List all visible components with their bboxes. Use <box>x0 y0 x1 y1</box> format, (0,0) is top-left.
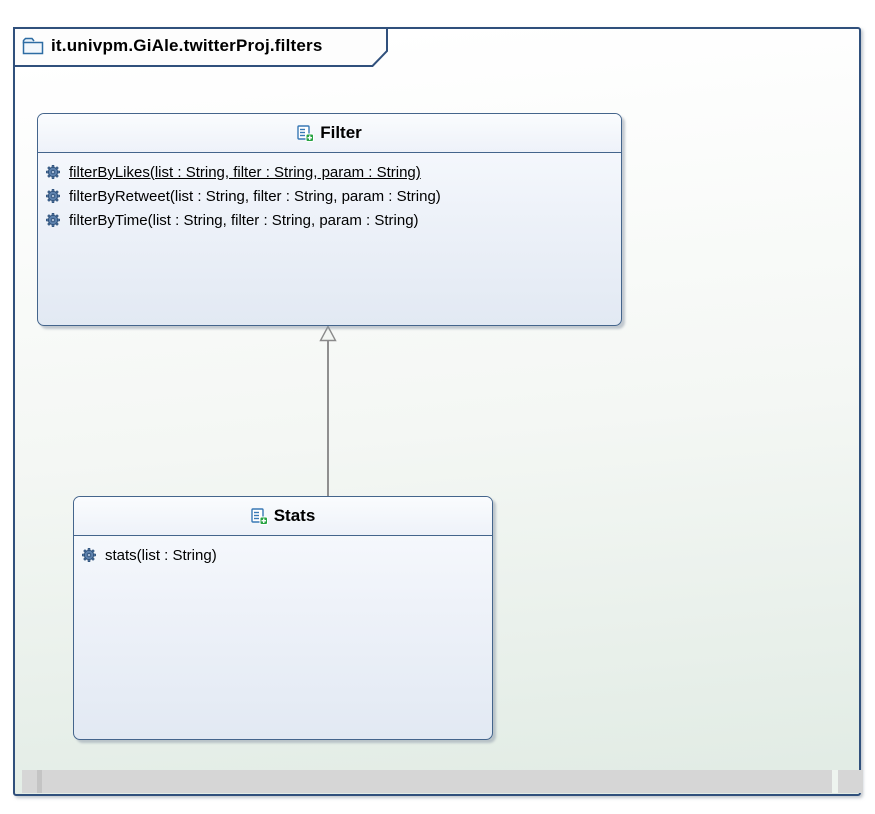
package-name: it.univpm.GiAle.twitterProj.filters <box>51 36 323 55</box>
class-header-stats: Stats <box>74 497 492 536</box>
scrollbar-thumb-edge <box>37 770 42 793</box>
package-tab-shape <box>13 27 388 67</box>
folder-icon <box>22 37 44 55</box>
gear-icon <box>45 212 61 228</box>
class-box-stats[interactable]: Stats <box>73 496 493 740</box>
gear-icon <box>45 164 61 180</box>
class-icon <box>251 507 268 525</box>
class-title: Filter <box>320 123 362 142</box>
method-row[interactable]: filterByRetweet(list : String, filter : … <box>45 184 617 208</box>
hollow-triangle-icon <box>319 325 337 342</box>
generalization-line[interactable] <box>327 340 329 496</box>
method-signature: stats(list : String) <box>105 546 217 564</box>
method-signature: filterByTime(list : String, filter : Str… <box>69 211 419 229</box>
method-row[interactable]: filterByLikes(list : String, filter : St… <box>45 160 617 184</box>
gear-icon <box>81 547 97 563</box>
class-icon <box>297 124 315 142</box>
class-header-filter: Filter <box>38 114 621 153</box>
scrollbar-track-gap <box>832 770 838 793</box>
package-frame: Filter <box>13 27 863 796</box>
scrollbar-end-segment <box>838 770 863 793</box>
method-signature: filterByLikes(list : String, filter : St… <box>69 163 421 181</box>
method-row[interactable]: stats(list : String) <box>81 543 488 567</box>
method-signature: filterByRetweet(list : String, filter : … <box>69 187 441 205</box>
method-row[interactable]: filterByTime(list : String, filter : Str… <box>45 208 617 232</box>
gear-icon <box>45 188 61 204</box>
class-box-filter[interactable]: Filter <box>37 113 622 326</box>
method-list: stats(list : String) <box>74 536 492 567</box>
package-tab[interactable]: it.univpm.GiAle.twitterProj.filters <box>13 27 388 65</box>
horizontal-scrollbar[interactable] <box>22 770 863 793</box>
method-list: filterByLikes(list : String, filter : St… <box>38 153 621 232</box>
class-title: Stats <box>273 506 316 525</box>
